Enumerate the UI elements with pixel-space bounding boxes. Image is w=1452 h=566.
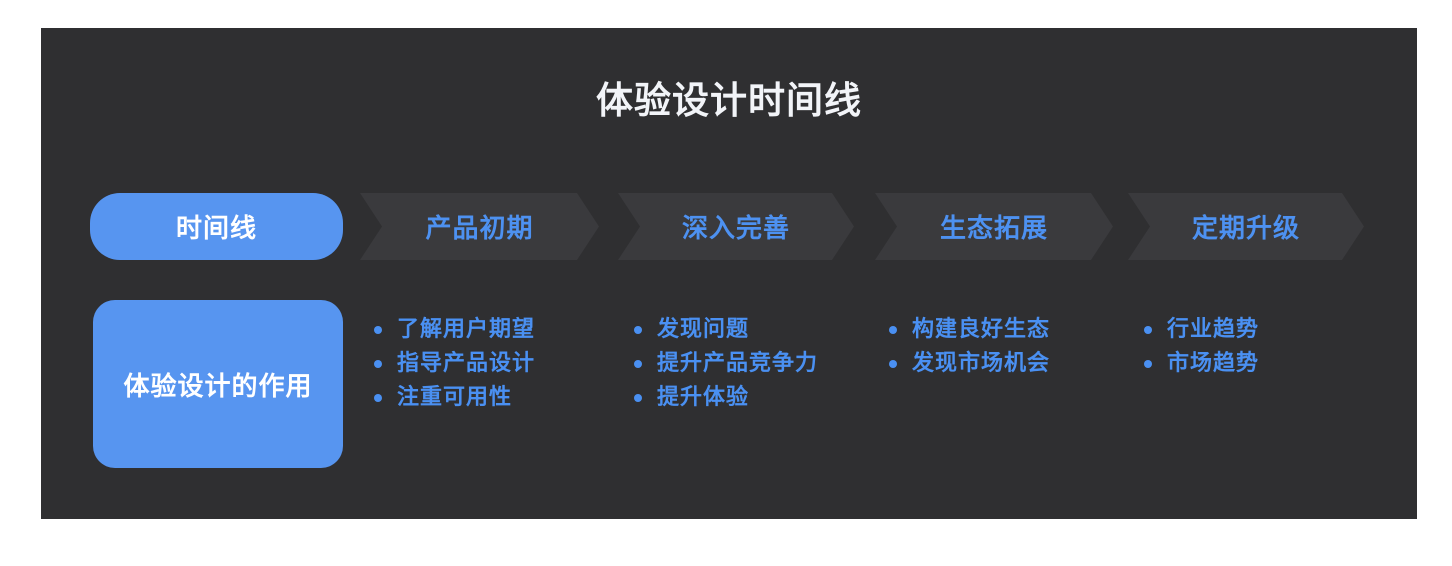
list-item: 提升体验 [632,380,818,414]
role-box: 体验设计的作用 [93,300,343,468]
stage-points-ecosystem: 构建良好生态 发现市场机会 [887,312,1050,380]
list-item: 注重可用性 [372,380,535,414]
stage-chevron-product-early: 产品初期 [360,193,599,260]
stage-chevron-ecosystem: 生态拓展 [875,193,1113,260]
stage-points-deep-improve: 发现问题 提升产品竞争力 提升体验 [632,312,818,414]
stage-chevron-upgrade: 定期升级 [1128,193,1364,260]
list-item: 市场趋势 [1142,346,1259,380]
slide-panel: 体验设计时间线 时间线 产品初期 深入完善 生态拓展 定期升级 体验设计的作用 … [41,28,1417,519]
stage-points-upgrade: 行业趋势 市场趋势 [1142,312,1259,380]
list-item: 发现市场机会 [887,346,1050,380]
list-item: 指导产品设计 [372,346,535,380]
page-title: 体验设计时间线 [596,80,862,121]
stage-chevron-deep-improve: 深入完善 [618,193,854,260]
timeline-start-pill: 时间线 [90,193,343,260]
list-item: 行业趋势 [1142,312,1259,346]
list-item: 提升产品竞争力 [632,346,818,380]
list-item: 构建良好生态 [887,312,1050,346]
stage-points-product-early: 了解用户期望 指导产品设计 注重可用性 [372,312,535,414]
list-item: 发现问题 [632,312,818,346]
list-item: 了解用户期望 [372,312,535,346]
